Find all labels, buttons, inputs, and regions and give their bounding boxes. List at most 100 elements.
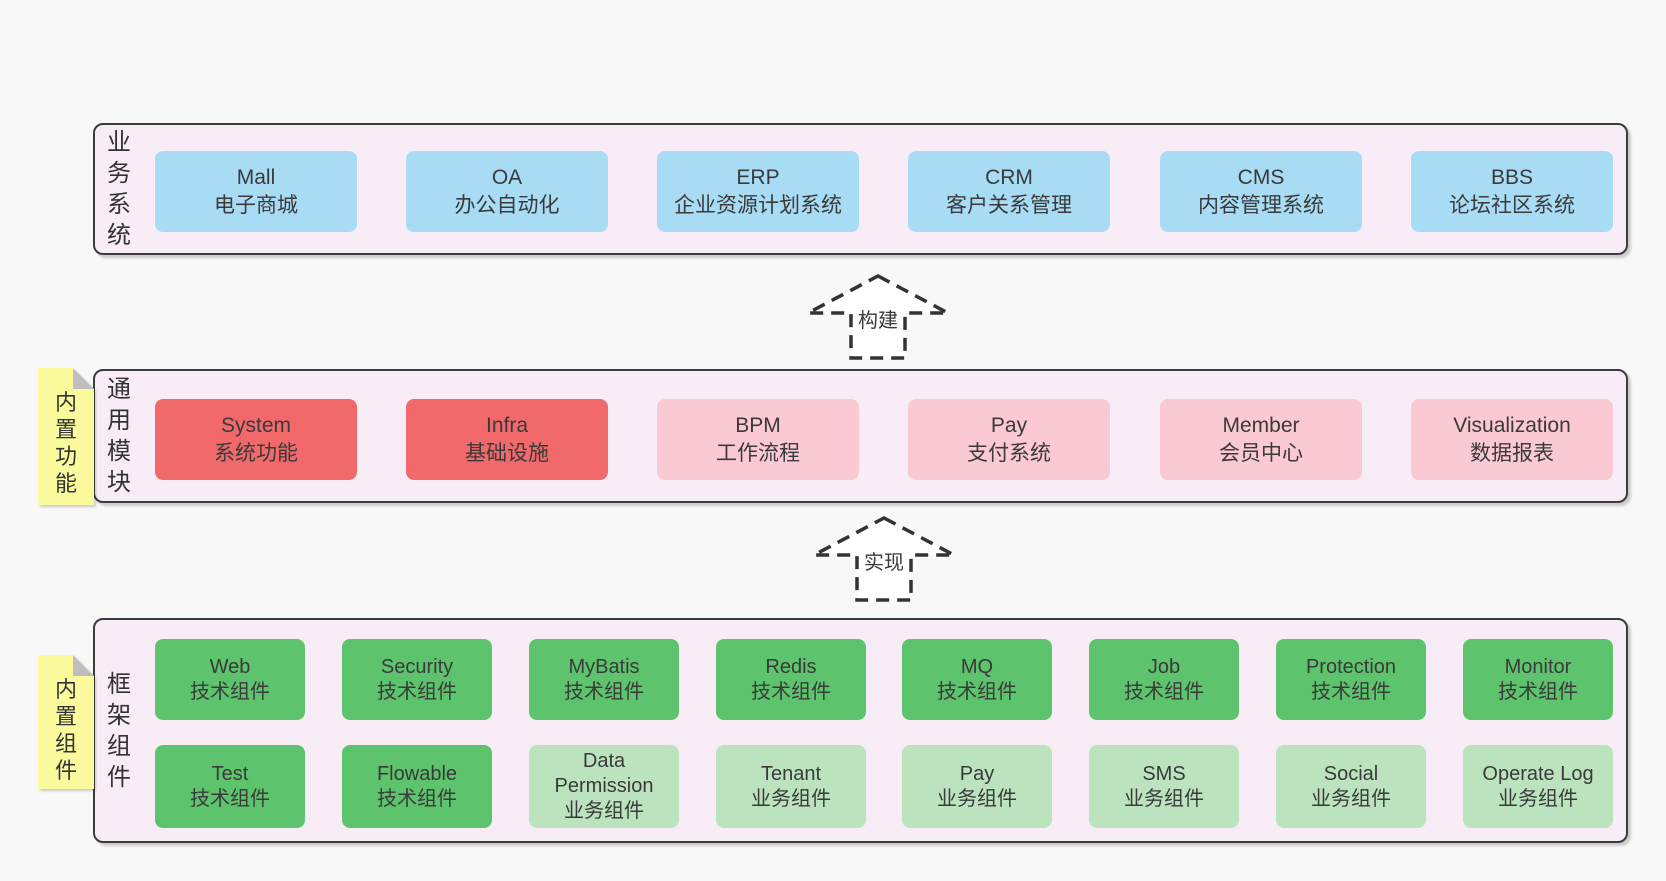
node-title: Web: [209, 655, 251, 678]
node-subtitle: 客户关系管理: [946, 193, 1072, 217]
node-subtitle: 技术组件: [377, 787, 457, 810]
band-title: 框架组件: [107, 670, 131, 791]
node-title: BBS: [1490, 165, 1534, 189]
node-subtitle: 技术组件: [377, 680, 457, 703]
node-infra: Infra 基础设施: [406, 399, 608, 480]
node-title: CMS: [1237, 165, 1285, 189]
node-test: Test 技术组件: [155, 745, 305, 828]
arrow-label: 实现: [861, 551, 907, 575]
node-crm: CRM 客户关系管理: [908, 151, 1110, 232]
node-subtitle: 业务组件: [564, 800, 644, 822]
node-subtitle: 业务组件: [1124, 787, 1204, 810]
node-title: Tenant: [760, 762, 822, 785]
band-business-systems: 业务系统 Mall 电子商城 OA 办公自动化 ERP 企业资源计划系统 CRM…: [93, 123, 1628, 255]
sticky-note-builtin-components: 内置组件: [38, 655, 94, 789]
node-title: ERP: [736, 165, 780, 189]
node-subtitle: 技术组件: [1498, 680, 1578, 703]
node-subtitle: 支付系统: [967, 441, 1051, 465]
node-social: Social 业务组件: [1276, 745, 1426, 828]
node-member: Member 会员中心: [1160, 399, 1362, 480]
node-subtitle: 技术组件: [1124, 680, 1204, 703]
node-title: Redis: [765, 655, 817, 678]
node-title: Data Permission: [554, 750, 654, 797]
node-subtitle: 工作流程: [716, 441, 800, 465]
arrow-label: 构建: [855, 309, 901, 333]
node-title: MyBatis: [568, 655, 640, 678]
sticky-note: 内置功能: [38, 368, 94, 505]
node-title: Mall: [236, 165, 276, 189]
node-redis: Redis 技术组件: [716, 639, 866, 720]
node-subtitle: 技术组件: [937, 680, 1017, 703]
node-subtitle: 技术组件: [190, 680, 270, 703]
node-sms: SMS 业务组件: [1089, 745, 1239, 828]
node-mybatis: MyBatis 技术组件: [529, 639, 679, 720]
sticky-note-label: 内置组件: [54, 677, 77, 783]
node-subtitle: 业务组件: [1311, 787, 1391, 810]
node-subtitle: 办公自动化: [454, 193, 560, 217]
node-web: Web 技术组件: [155, 639, 305, 720]
band-common-modules: 通用模块 System 系统功能 Infra 基础设施 BPM 工作流程 Pay…: [93, 369, 1628, 503]
node-subtitle: 技术组件: [1311, 680, 1391, 703]
node-subtitle: 会员中心: [1219, 441, 1303, 465]
node-mall: Mall 电子商城: [155, 151, 357, 232]
node-title: Job: [1147, 655, 1181, 678]
node-erp: ERP 企业资源计划系统: [657, 151, 859, 232]
node-title: Operate Log: [1482, 762, 1594, 785]
node-subtitle: 基础设施: [465, 441, 549, 465]
node-bpm: BPM 工作流程: [657, 399, 859, 480]
node-title: Flowable: [376, 762, 458, 785]
node-tenant: Tenant 业务组件: [716, 745, 866, 828]
sticky-note: 内置组件: [38, 655, 94, 789]
band-framework-components: 框架组件 Web 技术组件 Security 技术组件 MyBatis 技术组件…: [93, 618, 1628, 843]
node-subtitle: 技术组件: [751, 680, 831, 703]
node-title: OA: [491, 165, 523, 189]
node-title: Security: [380, 655, 454, 678]
node-title: Visualization: [1453, 413, 1571, 437]
node-subtitle: 业务组件: [937, 787, 1017, 810]
node-title: Pay: [959, 762, 995, 785]
node-title: Test: [211, 762, 249, 785]
node-subtitle: 系统功能: [214, 441, 298, 465]
node-system: System 系统功能: [155, 399, 357, 480]
node-subtitle: 技术组件: [190, 787, 270, 810]
node-job: Job 技术组件: [1089, 639, 1239, 720]
node-title: BPM: [735, 413, 781, 437]
note-fold-corner-icon: [73, 368, 94, 389]
node-title: Member: [1222, 413, 1300, 437]
node-protection: Protection 技术组件: [1276, 639, 1426, 720]
node-title: Infra: [485, 413, 529, 437]
node-title: CRM: [985, 165, 1033, 189]
arrow-implement: 实现: [809, 514, 959, 604]
node-operate-log: Operate Log 业务组件: [1463, 745, 1613, 828]
band-title: 通用模块: [107, 376, 131, 496]
node-subtitle: 企业资源计划系统: [674, 193, 842, 217]
node-subtitle: 业务组件: [1498, 787, 1578, 810]
arrow-build: 构建: [803, 272, 953, 362]
node-monitor: Monitor 技术组件: [1463, 639, 1613, 720]
node-title: Pay: [990, 413, 1028, 437]
node-title: System: [220, 413, 291, 437]
node-security: Security 技术组件: [342, 639, 492, 720]
node-title: Monitor: [1504, 655, 1572, 678]
node-mq: MQ 技术组件: [902, 639, 1052, 720]
node-title: MQ: [960, 655, 994, 678]
node-oa: OA 办公自动化: [406, 151, 608, 232]
node-subtitle: 论坛社区系统: [1449, 193, 1575, 217]
sticky-note-label: 内置功能: [54, 390, 77, 496]
node-pay-system: Pay 支付系统: [908, 399, 1110, 480]
node-cms: CMS 内容管理系统: [1160, 151, 1362, 232]
node-visualization: Visualization 数据报表: [1411, 399, 1613, 480]
node-subtitle: 数据报表: [1470, 441, 1554, 465]
node-title: SMS: [1142, 762, 1186, 785]
sticky-note-builtin-features: 内置功能: [38, 368, 94, 505]
node-subtitle: 技术组件: [564, 680, 644, 703]
node-subtitle: 内容管理系统: [1198, 193, 1324, 217]
node-title: Social: [1323, 762, 1379, 785]
node-subtitle: 业务组件: [751, 787, 831, 810]
node-title: Protection: [1305, 655, 1397, 678]
node-pay-component: Pay 业务组件: [902, 745, 1052, 828]
node-subtitle: 电子商城: [214, 193, 298, 217]
node-data-permission: Data Permission 业务组件: [529, 745, 679, 828]
note-fold-corner-icon: [73, 655, 94, 676]
